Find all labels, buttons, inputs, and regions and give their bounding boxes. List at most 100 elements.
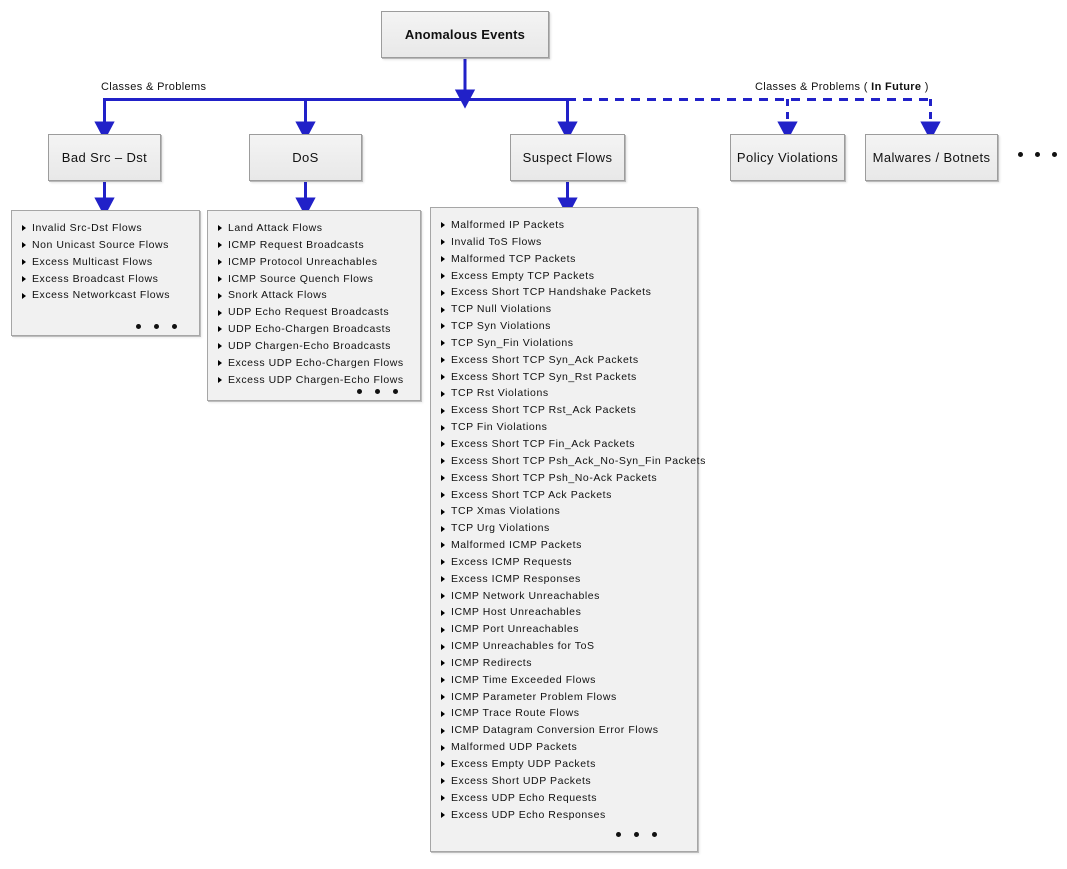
triangle-bullet-icon bbox=[441, 272, 445, 279]
list-item[interactable]: Non Unicast Source Flows bbox=[22, 237, 189, 254]
panel-more-indicator bbox=[441, 832, 687, 838]
triangle-bullet-icon bbox=[441, 761, 445, 768]
list-item[interactable]: Excess Short TCP Syn_Rst Packets bbox=[441, 369, 687, 386]
list-item[interactable]: Excess Multicast Flows bbox=[22, 254, 189, 271]
node-policy-violations-label: Policy Violations bbox=[736, 150, 839, 165]
list-item[interactable]: ICMP Network Unreachables bbox=[441, 588, 687, 605]
list-item[interactable]: Excess Short TCP Ack Packets bbox=[441, 487, 687, 504]
list-item[interactable]: Invalid ToS Flows bbox=[441, 234, 687, 251]
panel-dos-list: Land Attack Flows ICMP Request Broadcast… bbox=[218, 220, 410, 388]
list-item-label: Excess Short TCP Syn_Ack Packets bbox=[451, 353, 639, 366]
list-item[interactable]: ICMP Datagram Conversion Error Flows bbox=[441, 722, 687, 739]
caption-future-prefix: Classes & Problems ( bbox=[755, 81, 872, 93]
panel-more-indicator bbox=[218, 389, 410, 394]
list-item-label: ICMP Trace Route Flows bbox=[451, 707, 580, 720]
node-dos[interactable]: DoS bbox=[249, 134, 362, 181]
list-item[interactable]: TCP Rst Violations bbox=[441, 385, 687, 402]
list-item[interactable]: ICMP Unreachables for ToS bbox=[441, 638, 687, 655]
list-item[interactable]: Malformed IP Packets bbox=[441, 217, 687, 234]
list-item[interactable]: Excess ICMP Responses bbox=[441, 571, 687, 588]
list-item[interactable]: Excess UDP Echo Requests bbox=[441, 790, 687, 807]
list-item-label: ICMP Parameter Problem Flows bbox=[451, 690, 617, 703]
list-item[interactable]: ICMP Request Broadcasts bbox=[218, 237, 410, 254]
list-item[interactable]: ICMP Protocol Unreachables bbox=[218, 254, 410, 271]
list-item-label: TCP Xmas Violations bbox=[451, 505, 561, 518]
list-item[interactable]: Excess ICMP Requests bbox=[441, 554, 687, 571]
list-item[interactable]: Land Attack Flows bbox=[218, 220, 410, 237]
list-item[interactable]: TCP Syn_Fin Violations bbox=[441, 335, 687, 352]
triangle-bullet-icon bbox=[441, 407, 445, 414]
list-item-label: Excess Short TCP Rst_Ack Packets bbox=[451, 404, 637, 417]
list-item[interactable]: Excess Short TCP Syn_Ack Packets bbox=[441, 352, 687, 369]
list-item[interactable]: ICMP Trace Route Flows bbox=[441, 705, 687, 722]
list-item[interactable]: Excess Short TCP Psh_Ack_No-Syn_Fin Pack… bbox=[441, 453, 705, 470]
triangle-bullet-icon bbox=[441, 592, 445, 599]
list-item[interactable]: Excess Short TCP Fin_Ack Packets bbox=[441, 436, 687, 453]
list-item[interactable]: Excess Networkcast Flows bbox=[22, 287, 189, 304]
list-item[interactable]: Excess Short TCP Rst_Ack Packets bbox=[441, 402, 687, 419]
triangle-bullet-icon bbox=[441, 778, 445, 785]
panel-more-indicator bbox=[22, 324, 189, 329]
node-bad-src-dst-label: Bad Src – Dst bbox=[61, 150, 148, 165]
list-item[interactable]: Excess Short TCP Handshake Packets bbox=[441, 284, 687, 301]
triangle-bullet-icon bbox=[441, 710, 445, 717]
triangle-bullet-icon bbox=[218, 225, 222, 232]
list-item-label: Excess Empty UDP Packets bbox=[451, 758, 596, 770]
list-item[interactable]: Malformed UDP Packets bbox=[441, 739, 687, 756]
triangle-bullet-icon bbox=[218, 259, 222, 266]
caption-classes-problems: Classes & Problems bbox=[101, 81, 207, 93]
list-item-label: Malformed UDP Packets bbox=[451, 741, 578, 754]
list-item[interactable]: UDP Echo Request Broadcasts bbox=[218, 304, 410, 321]
list-item[interactable]: TCP Null Violations bbox=[441, 301, 687, 318]
list-item[interactable]: Excess Short UDP Packets bbox=[441, 773, 687, 790]
node-suspect-flows-label: Suspect Flows bbox=[522, 150, 613, 165]
list-item[interactable]: Excess UDP Echo Responses bbox=[441, 807, 687, 824]
node-policy-violations[interactable]: Policy Violations bbox=[730, 134, 845, 181]
triangle-bullet-icon bbox=[218, 377, 222, 384]
list-item[interactable]: Excess UDP Chargen-Echo Flows bbox=[218, 372, 410, 389]
triangle-bullet-icon bbox=[441, 458, 445, 465]
list-item[interactable]: ICMP Time Exceeded Flows bbox=[441, 672, 687, 689]
list-item[interactable]: Excess Empty UDP Packets bbox=[441, 756, 687, 773]
panel-suspect-flows-list: Malformed IP Packets Invalid ToS Flows M… bbox=[441, 217, 705, 824]
node-bad-src-dst[interactable]: Bad Src – Dst bbox=[48, 134, 161, 181]
caption-classes-problems-future: Classes & Problems ( In Future ) bbox=[755, 81, 929, 93]
list-item[interactable]: Malformed ICMP Packets bbox=[441, 537, 687, 554]
list-item[interactable]: Invalid Src-Dst Flows bbox=[22, 220, 189, 237]
list-item[interactable]: TCP Syn Violations bbox=[441, 318, 687, 335]
list-item[interactable]: TCP Urg Violations bbox=[441, 520, 687, 537]
node-anomalous-events-label: Anomalous Events bbox=[404, 27, 526, 42]
triangle-bullet-icon bbox=[22, 259, 26, 266]
list-item-label: ICMP Host Unreachables bbox=[451, 606, 582, 619]
list-item[interactable]: TCP Fin Violations bbox=[441, 419, 687, 436]
triangle-bullet-icon bbox=[218, 309, 222, 316]
triangle-bullet-icon bbox=[22, 292, 26, 299]
list-item[interactable]: TCP Xmas Violations bbox=[441, 503, 687, 520]
list-item[interactable]: ICMP Parameter Problem Flows bbox=[441, 689, 687, 706]
triangle-bullet-icon bbox=[218, 242, 222, 249]
list-item[interactable]: Excess Broadcast Flows bbox=[22, 271, 189, 288]
node-anomalous-events[interactable]: Anomalous Events bbox=[381, 11, 549, 58]
list-item[interactable]: UDP Chargen-Echo Broadcasts bbox=[218, 338, 410, 355]
node-suspect-flows[interactable]: Suspect Flows bbox=[510, 134, 625, 181]
node-malwares-botnets[interactable]: Malwares / Botnets bbox=[865, 134, 998, 181]
triangle-bullet-icon bbox=[441, 643, 445, 650]
list-item-label: ICMP Datagram Conversion Error Flows bbox=[451, 724, 659, 737]
list-item[interactable]: ICMP Source Quench Flows bbox=[218, 271, 410, 288]
list-item-label: TCP Null Violations bbox=[451, 303, 552, 316]
list-item[interactable]: UDP Echo-Chargen Broadcasts bbox=[218, 321, 410, 338]
list-item[interactable]: Excess UDP Echo-Chargen Flows bbox=[218, 355, 410, 372]
list-item-label: Excess Broadcast Flows bbox=[32, 272, 159, 285]
list-item[interactable]: Malformed TCP Packets bbox=[441, 251, 687, 268]
list-item[interactable]: Excess Empty TCP Packets bbox=[441, 268, 687, 285]
list-item[interactable]: ICMP Redirects bbox=[441, 655, 687, 672]
caption-future-suffix: ) bbox=[921, 81, 929, 93]
list-item[interactable]: Snork Attack Flows bbox=[218, 287, 410, 304]
triangle-bullet-icon bbox=[441, 677, 445, 684]
list-item[interactable]: ICMP Host Unreachables bbox=[441, 604, 687, 621]
list-item-label: TCP Fin Violations bbox=[451, 421, 548, 434]
list-item[interactable]: ICMP Port Unreachables bbox=[441, 621, 687, 638]
list-item-label: Land Attack Flows bbox=[228, 222, 323, 234]
list-item[interactable]: Excess Short TCP Psh_No-Ack Packets bbox=[441, 470, 687, 487]
list-item-label: Excess UDP Echo Responses bbox=[451, 808, 606, 821]
